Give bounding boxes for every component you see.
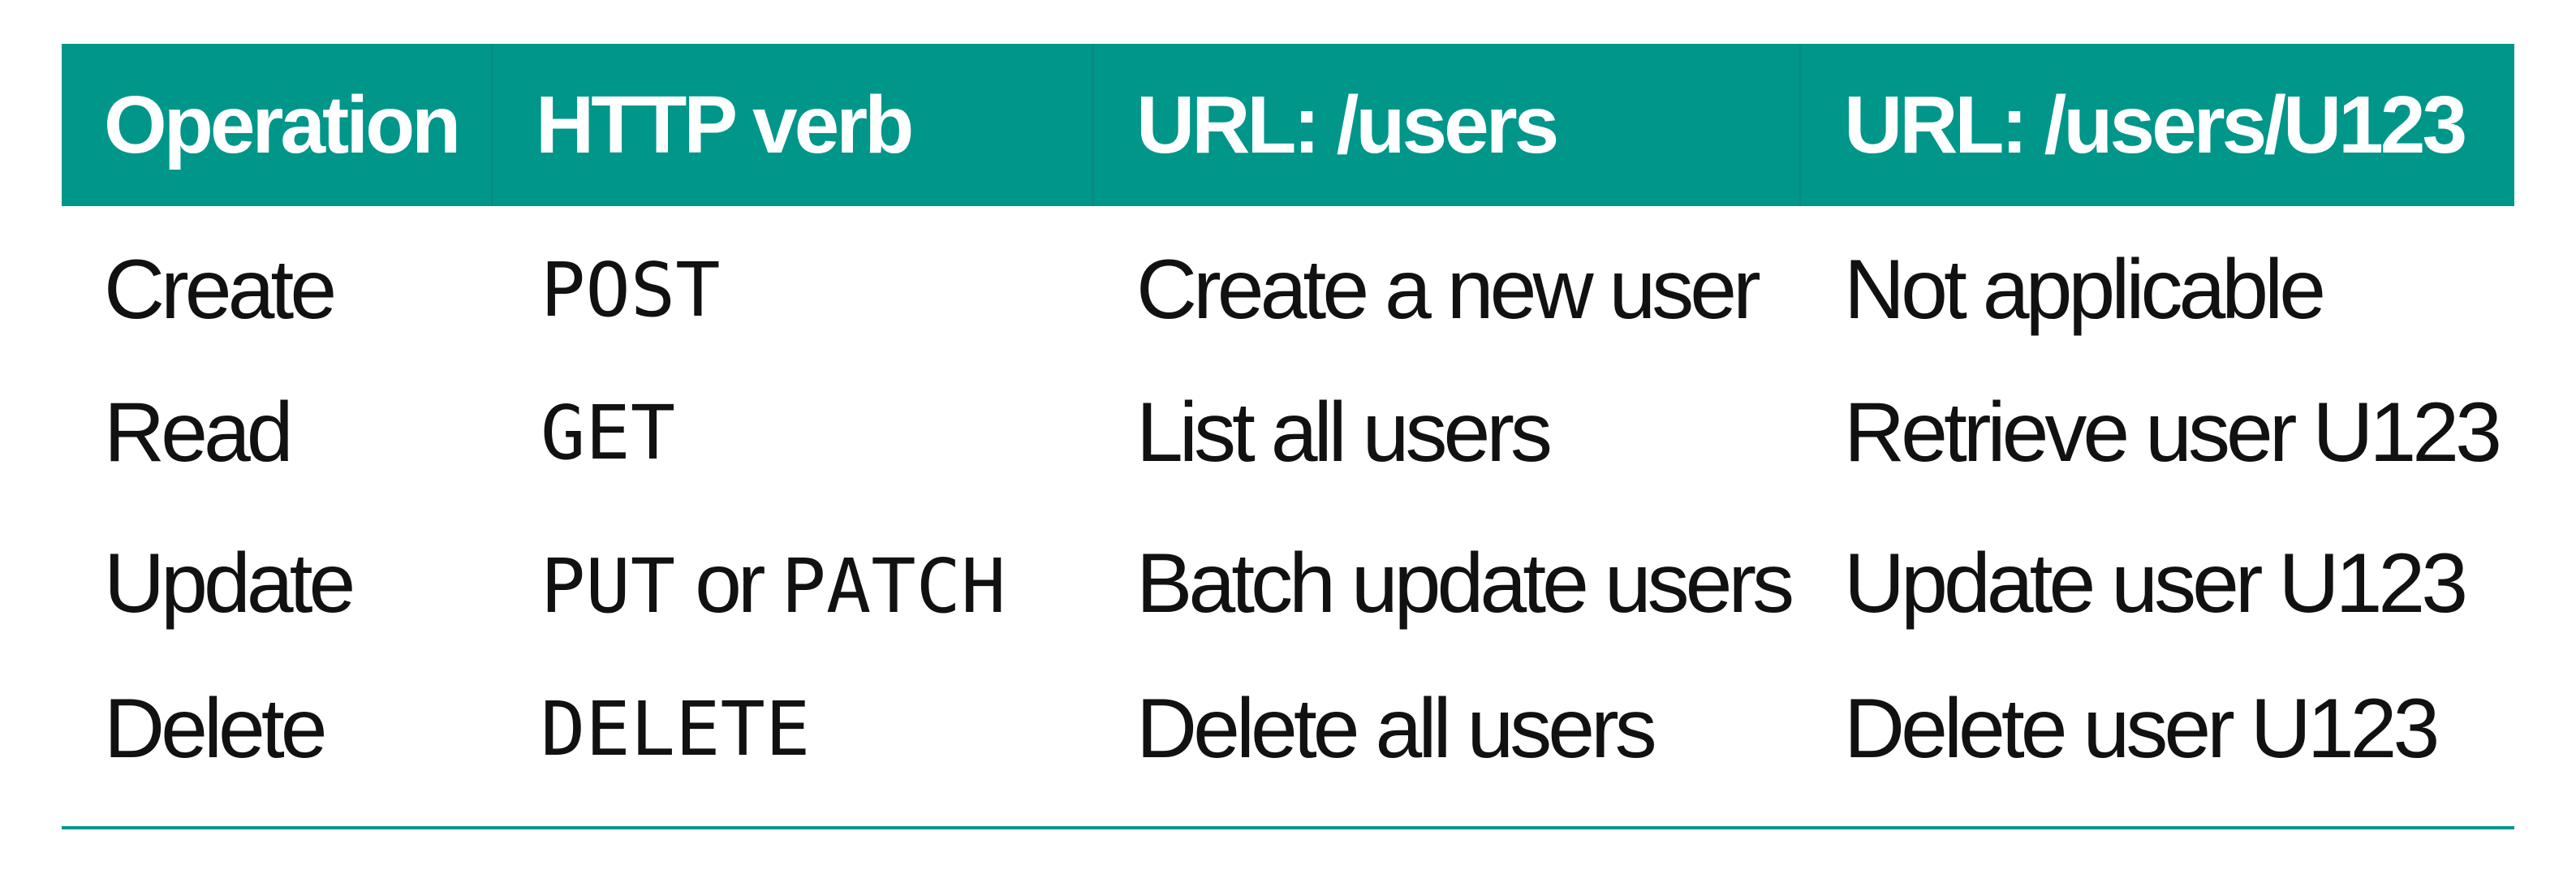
header-http-verb: HTTP verb — [493, 44, 1094, 206]
header-url-user-item: URL: /users/U123 — [1802, 44, 2514, 206]
rest-operations-table: Operation HTTP verb URL: /users URL: /us… — [62, 44, 2514, 810]
http-verb-alt: PATCH — [781, 542, 1006, 630]
table-row: Delete DELETE Delete all users Delete us… — [62, 659, 2514, 810]
http-verb: PUT — [541, 542, 676, 630]
operation-cell: Update — [104, 536, 355, 631]
item-url-cell: Update user U123 — [1844, 536, 2468, 631]
http-verb: GET — [541, 389, 676, 476]
header-url-users: URL: /users — [1094, 44, 1802, 206]
collection-url-cell: Delete all users — [1136, 681, 1657, 776]
operation-cell: Create — [104, 242, 337, 337]
header-operation: Operation — [62, 44, 493, 206]
table-row: Update PUT or PATCH Batch update users U… — [62, 508, 2514, 659]
item-url-cell: Retrieve user U123 — [1844, 385, 2502, 480]
table-row: Create POST Create a new user Not applic… — [62, 206, 2514, 357]
crud-table: Operation HTTP verb URL: /users URL: /us… — [62, 44, 2514, 810]
table-header: Operation HTTP verb URL: /users URL: /us… — [62, 44, 2514, 206]
http-verb-joiner: or — [675, 536, 782, 631]
table-body: Create POST Create a new user Not applic… — [62, 206, 2514, 810]
http-verb-cell: DELETE — [493, 659, 1094, 810]
http-verb-cell: GET — [493, 357, 1094, 508]
table-row: Read GET List all users Retrieve user U1… — [62, 357, 2514, 508]
operation-cell: Read — [104, 385, 294, 480]
http-verb-cell: POST — [493, 206, 1094, 357]
http-verb: POST — [541, 246, 721, 334]
collection-url-cell: Create a new user — [1136, 242, 1761, 337]
table-bottom-rule — [62, 826, 2514, 829]
item-url-cell: Delete user U123 — [1844, 681, 2440, 776]
collection-url-cell: List all users — [1136, 385, 1553, 480]
operation-cell: Delete — [104, 681, 328, 776]
http-verb: DELETE — [541, 685, 811, 773]
header-row: Operation HTTP verb URL: /users URL: /us… — [62, 44, 2514, 206]
http-verb-cell: PUT or PATCH — [493, 508, 1094, 659]
collection-url-cell: Batch update users — [1136, 536, 1794, 631]
item-url-cell: Not applicable — [1844, 242, 2326, 337]
